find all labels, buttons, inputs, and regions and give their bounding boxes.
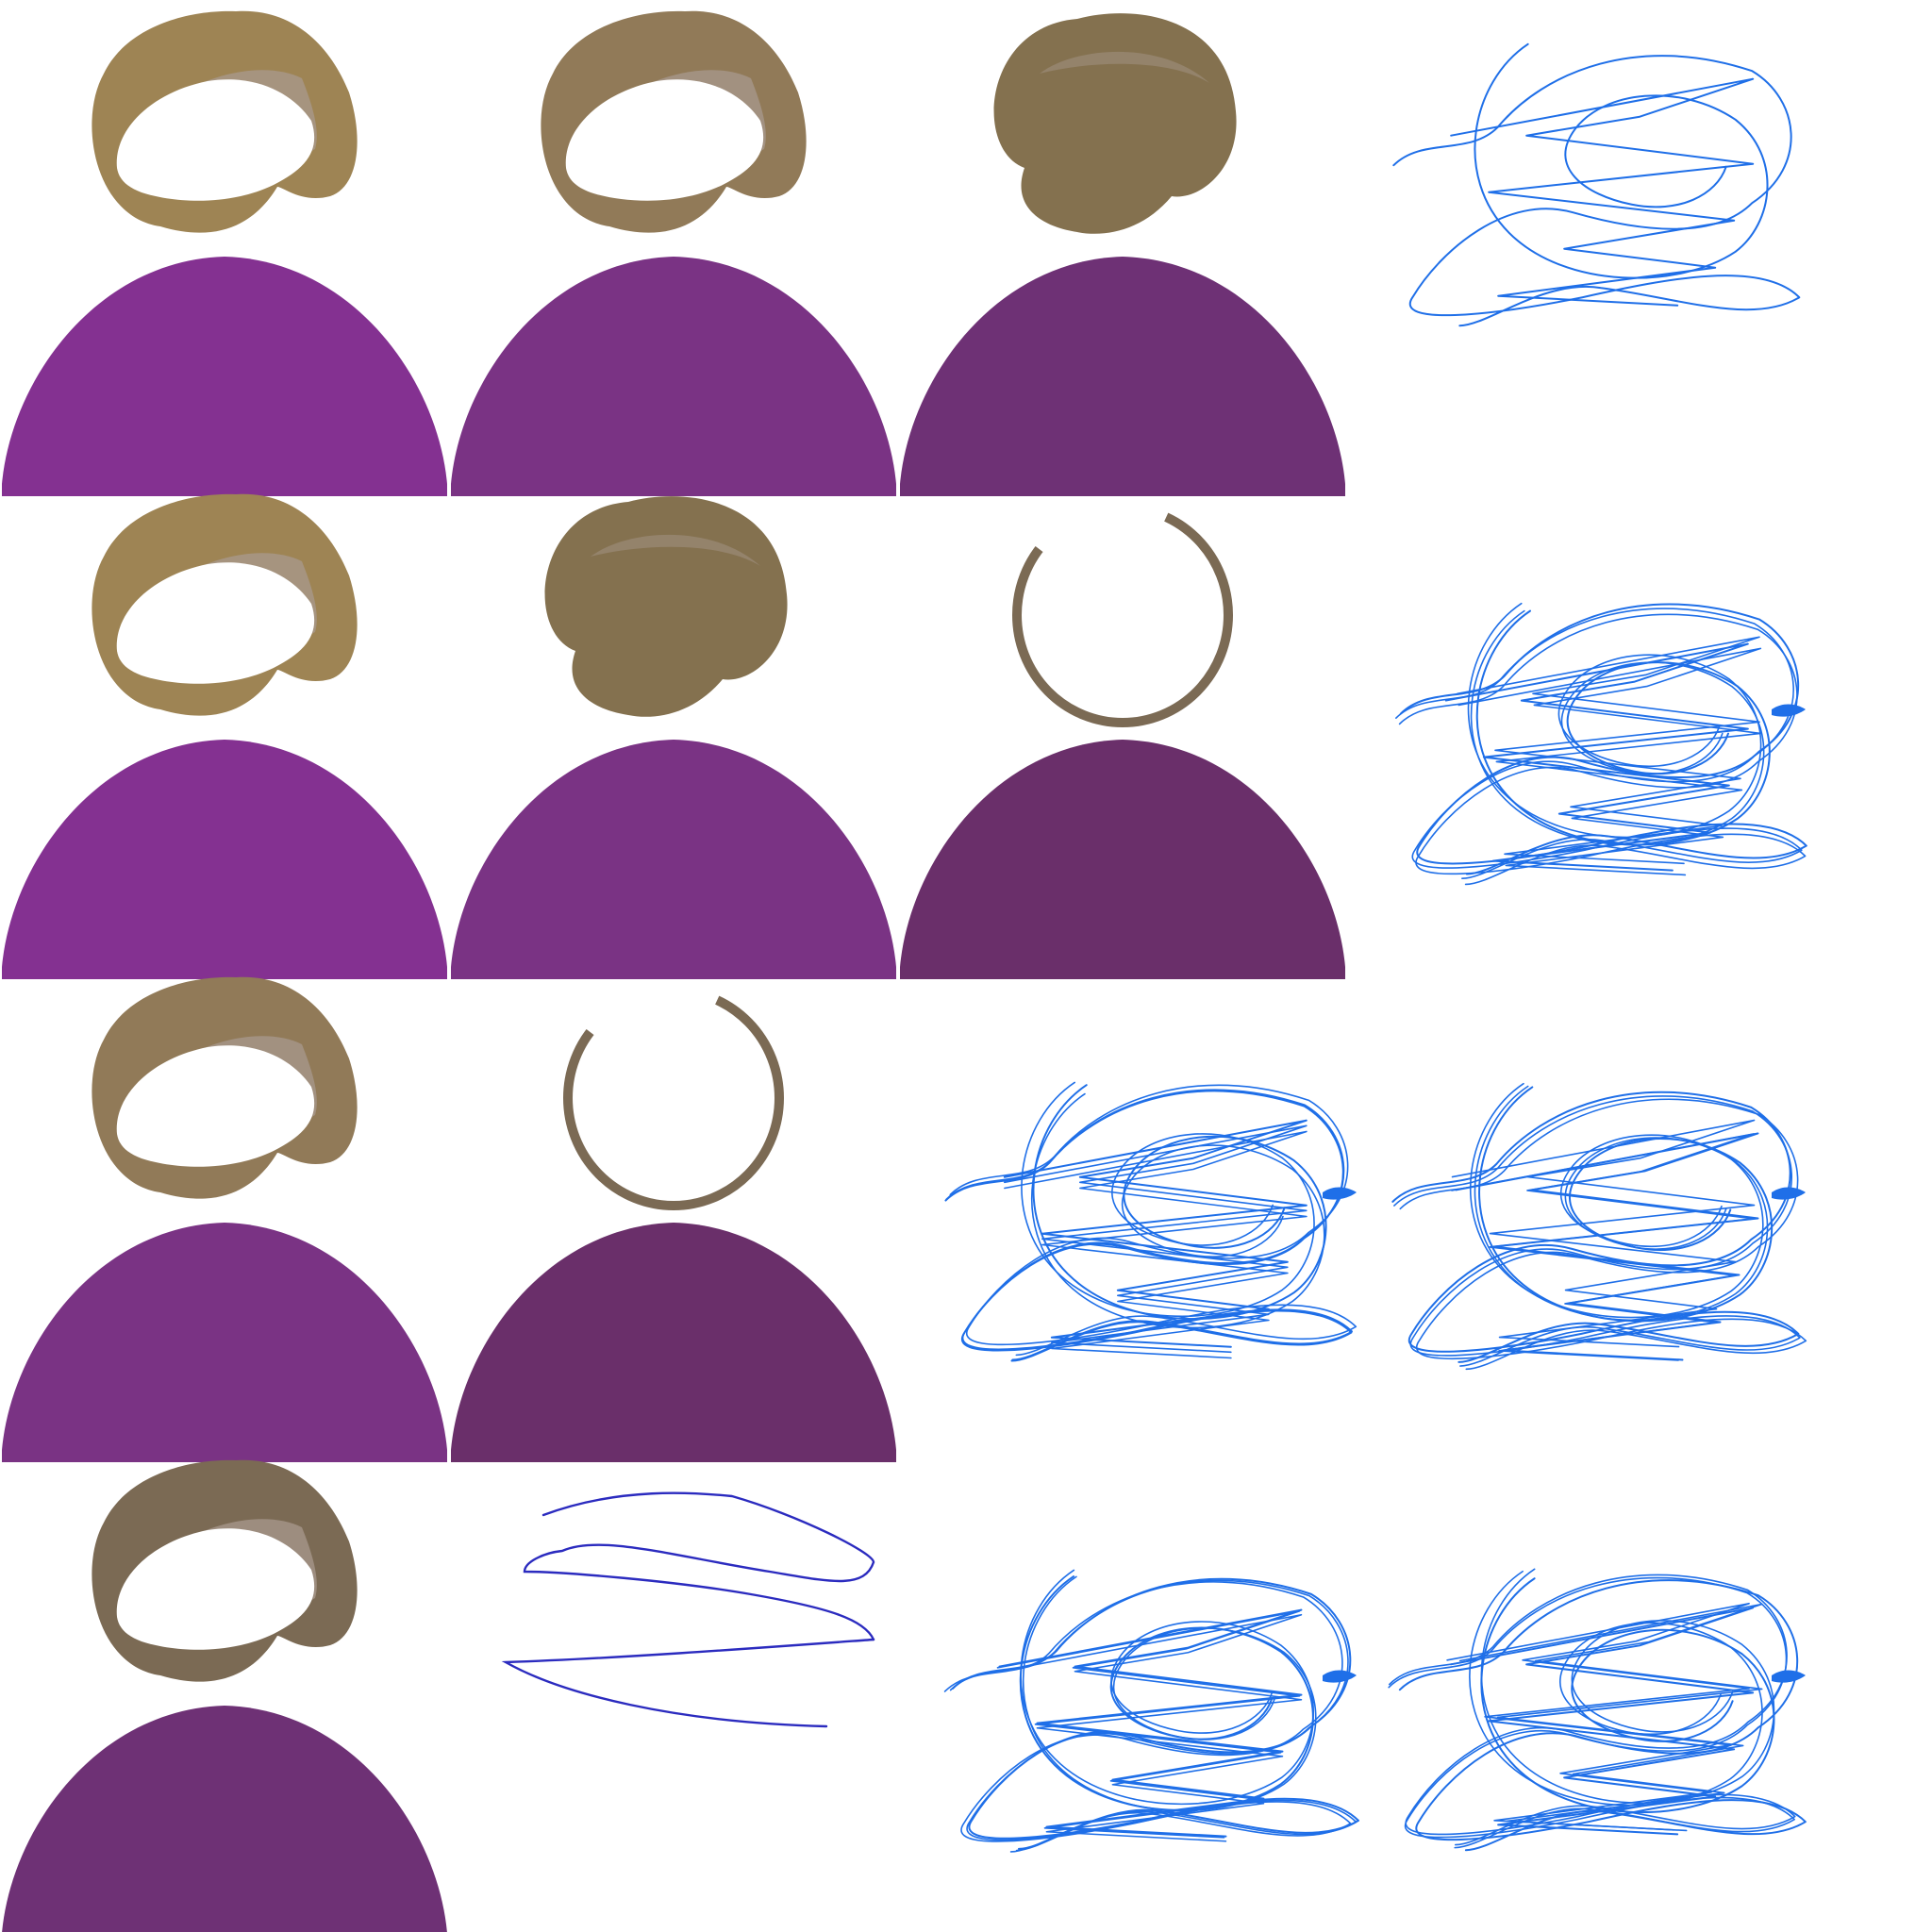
avatar-tile: person-avatar-icon <box>2 10 447 496</box>
scribble-stroke <box>1004 1130 1307 1359</box>
scribble-stroke <box>1020 1569 1314 1806</box>
scribble-stroke <box>998 1613 1303 1842</box>
ink-blot <box>1772 704 1806 717</box>
body-shape <box>451 257 896 496</box>
avatar-tile: person-avatar-icon <box>2 976 447 1462</box>
body-shape <box>451 740 896 979</box>
scribble-stroke <box>1469 1570 1763 1807</box>
hair-icon <box>993 13 1237 234</box>
face-cutout <box>116 79 315 201</box>
face-cutout <box>116 1528 315 1650</box>
scribble-stroke <box>1480 1568 1775 1804</box>
body-shape <box>2 1223 447 1462</box>
scribble-stroke <box>1469 1082 1764 1319</box>
ink-blot <box>1323 1670 1357 1683</box>
scribble-stroke <box>1458 1603 1763 1832</box>
scribble-tile: pen-scribble-icon <box>1395 602 1807 886</box>
body-shape <box>900 740 1345 979</box>
scribble-stroke <box>945 1089 1353 1361</box>
scribble-stroke <box>996 1610 1301 1839</box>
scribble-stroke <box>1021 1081 1315 1318</box>
scribble-stroke <box>1475 609 1771 846</box>
scribble-stroke <box>1004 1124 1307 1354</box>
scribble-tile: pen-scribble-icon <box>1391 1082 1807 1371</box>
hair-icon <box>544 496 788 717</box>
scribble-tile: pen-scribble-icon <box>1392 42 1801 327</box>
avatar-tile: person-avatar-icon <box>451 10 896 496</box>
stroke-tile: freehand-stroke-icon <box>501 1491 875 1728</box>
head-outline-gap <box>562 985 785 1211</box>
body-shape <box>451 1223 896 1462</box>
avatar-ring-tile: person-avatar-icon <box>451 985 896 1462</box>
freehand-stroke <box>523 1491 875 1641</box>
hair-highlight <box>591 534 760 566</box>
scribble-stroke <box>1474 42 1769 279</box>
ink-blot <box>1323 1187 1357 1200</box>
head-outline-gap <box>1011 502 1234 728</box>
scribble-tile: pen-scribble-icon <box>944 1081 1357 1362</box>
freehand-stroke <box>501 1638 875 1728</box>
avatar-ring-tile: person-avatar-icon <box>900 502 1345 979</box>
avatar-tile: person-avatar-icon <box>2 1459 447 1932</box>
ink-blot <box>1772 1670 1806 1683</box>
avatar-tile: person-avatar-icon <box>451 496 896 979</box>
scribble-stroke <box>1398 1579 1807 1852</box>
avatar-tile: person-avatar-icon <box>2 493 447 979</box>
scribble-stroke <box>1392 55 1801 327</box>
body-shape <box>2 257 447 496</box>
body-shape <box>2 1706 447 1932</box>
avatar-tile: person-avatar-icon <box>900 13 1345 496</box>
scribble-stroke <box>1451 1133 1755 1361</box>
scribble-stroke <box>1457 647 1762 876</box>
scribble-stroke <box>1480 1577 1775 1814</box>
scribble-stroke <box>1393 1095 1801 1367</box>
scribble-stroke <box>1388 1574 1796 1846</box>
face-cutout <box>116 1045 315 1167</box>
scribble-tile: pen-scribble-icon <box>1388 1568 1807 1852</box>
scribble-stroke <box>1395 608 1803 879</box>
scribble-stroke <box>943 1581 1352 1853</box>
scribble-stroke <box>1470 609 1765 846</box>
body-shape <box>900 257 1345 496</box>
scribble-stroke <box>1391 1091 1800 1363</box>
scribble-stroke <box>1399 603 1807 875</box>
scribble-stroke <box>1399 1098 1807 1371</box>
body-shape <box>2 740 447 979</box>
scribble-stroke <box>1398 613 1807 886</box>
hair-highlight <box>1040 51 1209 83</box>
face-cutout <box>565 79 764 201</box>
ink-blot <box>1772 1187 1806 1200</box>
scribble-stroke <box>1451 1119 1756 1348</box>
scribble-tile: pen-scribble-icon <box>943 1569 1359 1853</box>
face-cutout <box>116 562 315 684</box>
scribble-stroke <box>949 1084 1357 1357</box>
scribble-stroke <box>1446 1603 1750 1831</box>
scribble-stroke <box>1388 1576 1795 1849</box>
scribble-stroke <box>1467 602 1762 839</box>
scribble-stroke <box>1478 1086 1774 1323</box>
